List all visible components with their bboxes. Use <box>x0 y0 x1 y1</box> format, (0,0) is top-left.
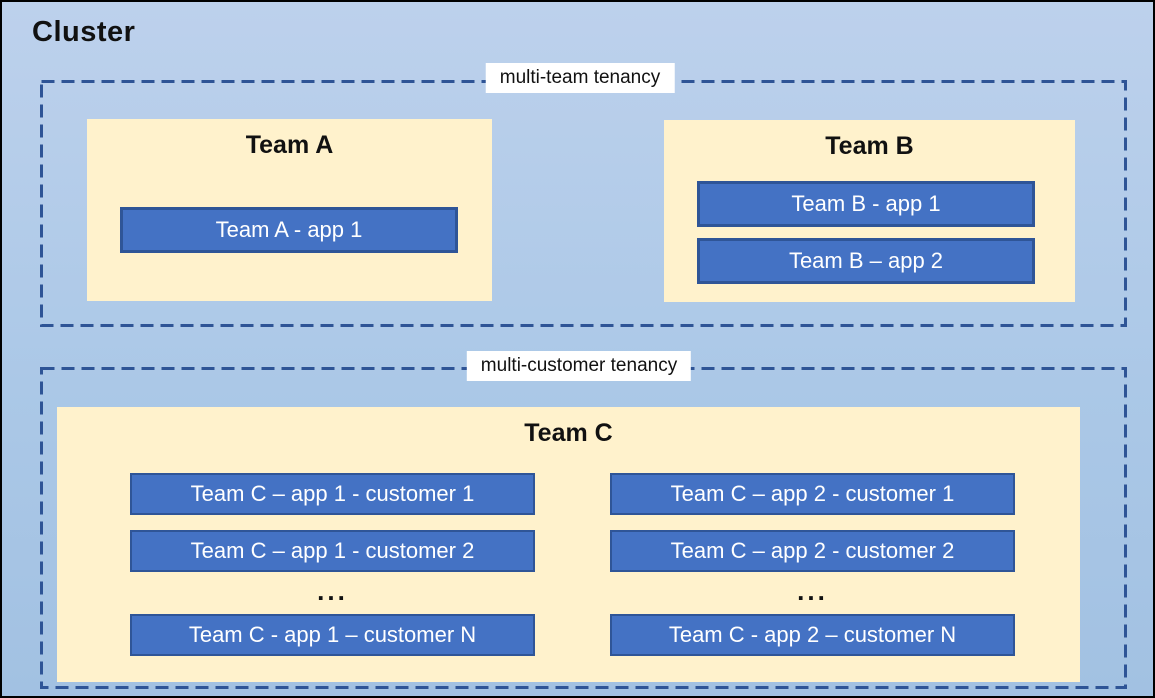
page-title: Cluster <box>32 16 136 48</box>
team-a-box: Team A Team A - app 1 <box>87 119 492 301</box>
team-c-title: Team C <box>524 419 613 447</box>
team-b-app-1-box: Team B - app 1 <box>697 181 1035 227</box>
team-c-app2-customerN-box: Team C - app 2 – customer N <box>610 614 1015 656</box>
multi-customer-tenancy-label: multi-customer tenancy <box>466 351 692 381</box>
team-c-app2-customer1-box: Team C – app 2 - customer 1 <box>610 473 1015 515</box>
team-c-app2-ellipsis: ... <box>797 575 828 606</box>
team-c-app1-customer2-box: Team C – app 1 - customer 2 <box>130 530 535 572</box>
team-c-box: Team C Team C – app 1 - customer 1 Team … <box>57 407 1080 682</box>
team-c-app1-customer1-box: Team C – app 1 - customer 1 <box>130 473 535 515</box>
team-b-title: Team B <box>825 132 914 160</box>
team-c-app1-ellipsis: ... <box>317 575 348 606</box>
team-a-title: Team A <box>245 131 334 159</box>
team-c-app1-customerN-box: Team C - app 1 – customer N <box>130 614 535 656</box>
team-a-app-1-box: Team A - app 1 <box>120 207 458 253</box>
multi-team-tenancy-label: multi-team tenancy <box>485 63 675 93</box>
team-b-app-2-box: Team B – app 2 <box>697 238 1035 284</box>
team-b-box: Team B Team B - app 1 Team B – app 2 <box>664 120 1075 302</box>
team-c-app2-customer2-box: Team C – app 2 - customer 2 <box>610 530 1015 572</box>
